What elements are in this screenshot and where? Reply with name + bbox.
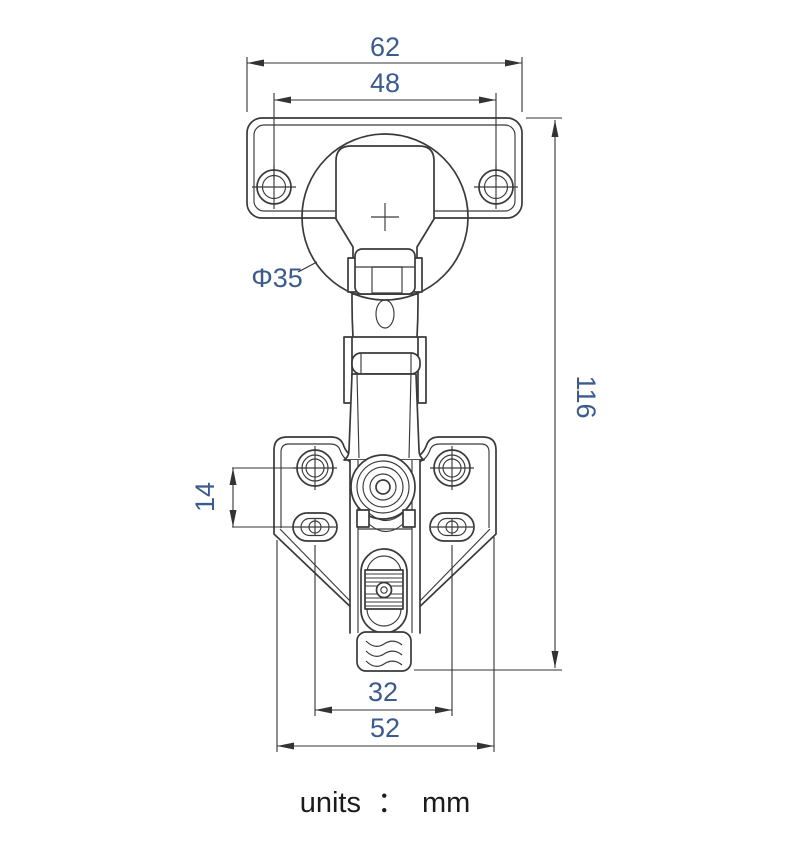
arm-oval-hole bbox=[375, 299, 395, 329]
units-note: units ： mm bbox=[300, 787, 471, 819]
dimension-plate-width: 52 bbox=[276, 537, 495, 752]
pin-housing bbox=[347, 248, 423, 295]
cup-center-cross bbox=[371, 203, 399, 231]
hinge-knuckle bbox=[343, 336, 427, 404]
plate-hole-right bbox=[430, 446, 474, 490]
units-colon: ： bbox=[377, 787, 406, 819]
dim-label-cup: Φ35 bbox=[251, 263, 303, 293]
dim-label-116: 116 bbox=[571, 375, 601, 418]
hinge-arm-lower bbox=[343, 373, 425, 461]
dimension-slot-spacing: 32 bbox=[314, 545, 453, 716]
hinge-part bbox=[246, 117, 523, 672]
dim-label-14: 14 bbox=[190, 482, 220, 512]
dimension-overall-width: 62 bbox=[246, 32, 523, 112]
units-value: mm bbox=[422, 787, 470, 819]
hinge-arm-upper bbox=[351, 293, 419, 338]
column-bracket bbox=[356, 509, 416, 533]
cam-adjustment-screw bbox=[350, 454, 416, 520]
dim-label-48: 48 bbox=[370, 68, 400, 98]
units-label: units bbox=[300, 787, 361, 819]
bottom-tab bbox=[356, 631, 412, 672]
depth-adjustment-slot bbox=[360, 548, 408, 634]
dimension-cup-diameter: Φ35 bbox=[251, 261, 318, 293]
dimension-overall-height: 116 bbox=[414, 117, 601, 671]
dim-label-52: 52 bbox=[370, 713, 400, 743]
dim-label-62: 62 bbox=[370, 32, 400, 62]
dim-label-32: 32 bbox=[368, 677, 398, 707]
plate-slot-right bbox=[429, 512, 475, 542]
dimension-hole-spacing: 48 bbox=[273, 68, 497, 180]
dimension-hole-to-slot: 14 bbox=[190, 467, 308, 528]
